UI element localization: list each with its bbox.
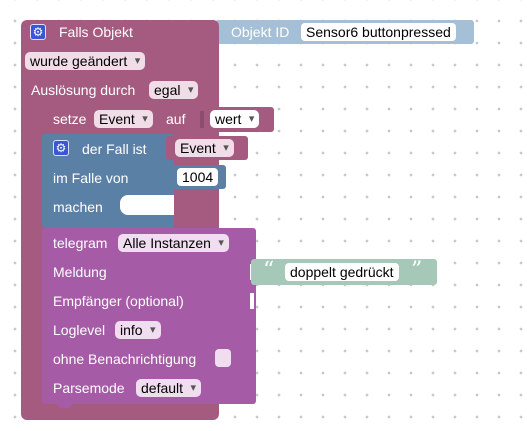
- switch-variable-dropdown[interactable]: Event: [175, 139, 234, 157]
- machen-slot: [120, 195, 174, 215]
- silent-label: ohne Benachrichtigung: [53, 351, 197, 367]
- do-label: machen: [53, 199, 103, 215]
- quote-close-icon: ”: [411, 258, 423, 283]
- trigger-bottom-tab: [37, 414, 51, 420]
- gear-icon[interactable]: ⚙: [30, 24, 46, 40]
- objekt-id-block[interactable]: Objekt ID Sensor6 buttonpressed: [215, 20, 474, 44]
- message-text-block[interactable]: “ doppelt gedrückt ”: [251, 259, 437, 285]
- recipient-label: Empfänger (optional): [53, 293, 184, 309]
- wert-dropdown[interactable]: wert: [210, 110, 260, 128]
- gear-icon[interactable]: ⚙: [53, 140, 69, 156]
- objekt-id-label: Objekt ID: [231, 24, 290, 40]
- quote-open-icon: “: [263, 258, 275, 283]
- setze-variable-dropdown[interactable]: Event: [94, 110, 153, 128]
- ausloesung-dropdown[interactable]: egal: [149, 81, 199, 99]
- case-value-block[interactable]: 1004: [166, 165, 226, 189]
- objekt-id-field[interactable]: Sensor6 buttonpressed: [301, 23, 456, 41]
- parsemode-dropdown[interactable]: default: [136, 379, 202, 397]
- silent-checkbox[interactable]: [215, 349, 231, 367]
- switch-title: der Fall ist: [82, 141, 147, 157]
- message-text-field[interactable]: doppelt gedrückt: [285, 263, 399, 281]
- change-mode-dropdown[interactable]: wurde geändert: [25, 52, 146, 70]
- telegram-label: telegram: [53, 235, 108, 251]
- case-label: im Falle von: [53, 170, 129, 186]
- case-value-field[interactable]: 1004: [177, 168, 219, 186]
- loglevel-dropdown[interactable]: info: [115, 321, 161, 339]
- setze-block[interactable]: setze Event auf wert: [42, 107, 274, 132]
- switch-variable-block[interactable]: Event: [166, 136, 248, 160]
- loglevel-label: Loglevel: [53, 322, 106, 338]
- auf-label: auf: [166, 111, 186, 127]
- message-label: Meldung: [53, 264, 107, 280]
- parsemode-label: Parsemode: [53, 380, 125, 396]
- switch-block[interactable]: ⚙ der Fall ist im Falle von machen: [42, 134, 174, 228]
- ausloesung-label: Auslösung durch: [31, 82, 136, 98]
- setze-label: setze: [53, 111, 87, 127]
- telegram-instance-dropdown[interactable]: Alle Instanzen: [118, 234, 229, 252]
- telegram-block[interactable]: telegram Alle Instanzen Meldung Empfänge…: [42, 228, 256, 404]
- telegram-bottom-tab: [58, 404, 72, 408]
- trigger-title: Falls Objekt: [59, 24, 133, 40]
